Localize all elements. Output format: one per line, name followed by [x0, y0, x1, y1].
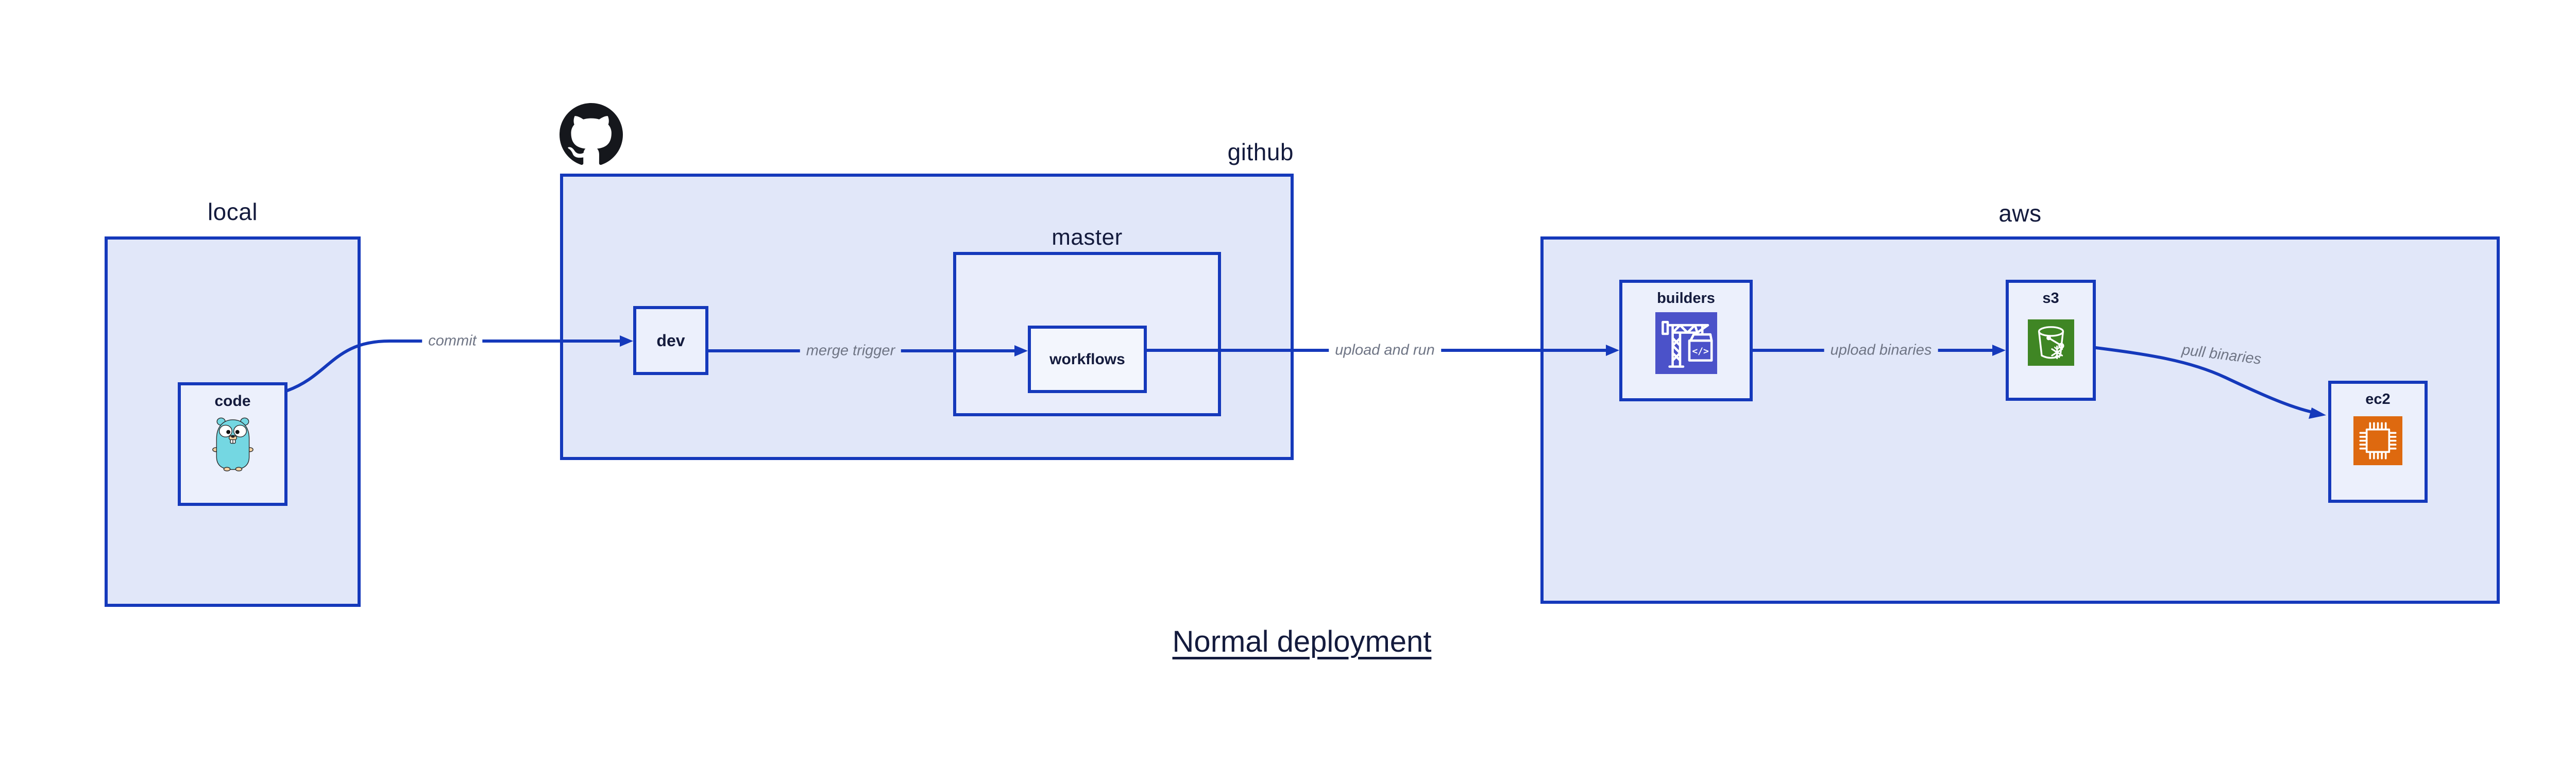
node-label-builders: builders	[1657, 290, 1715, 307]
github-octocat-icon	[560, 103, 623, 166]
edge-label-upload-and-run: upload and run	[1329, 341, 1441, 360]
node-label-dev: dev	[656, 331, 685, 350]
node-s3: s3	[2006, 280, 2096, 401]
node-label-ec2: ec2	[2365, 391, 2391, 408]
s3-bucket-snowflake-icon	[2027, 319, 2074, 366]
container-label-aws: aws	[1998, 200, 2042, 227]
go-gopher-icon	[210, 415, 256, 471]
container-label-master: master	[1052, 225, 1123, 250]
node-label-code: code	[214, 393, 251, 410]
edge-label-merge-trigger: merge trigger	[800, 341, 902, 361]
node-dev: dev	[633, 306, 708, 375]
node-workflows: workflows	[1028, 326, 1147, 393]
container-label-github: github	[1227, 139, 1294, 165]
node-ec2: ec2	[2328, 381, 2428, 503]
node-label-s3: s3	[2042, 290, 2059, 307]
diagram-title: Normal deployment	[0, 624, 2576, 659]
edge-label-upload-binaries: upload binaries	[1824, 341, 1938, 360]
node-label-workflows: workflows	[1049, 350, 1125, 368]
node-code: code	[178, 382, 287, 506]
node-builders: builders </>	[1619, 280, 1753, 401]
svg-text:</>: </>	[1692, 346, 1709, 357]
codebuild-crane-icon: </>	[1655, 312, 1717, 374]
ec2-chip-icon	[2353, 416, 2402, 465]
diagram-title-text: Normal deployment	[1172, 625, 1432, 658]
edge-label-commit: commit	[422, 331, 483, 351]
container-label-local: local	[207, 198, 258, 225]
